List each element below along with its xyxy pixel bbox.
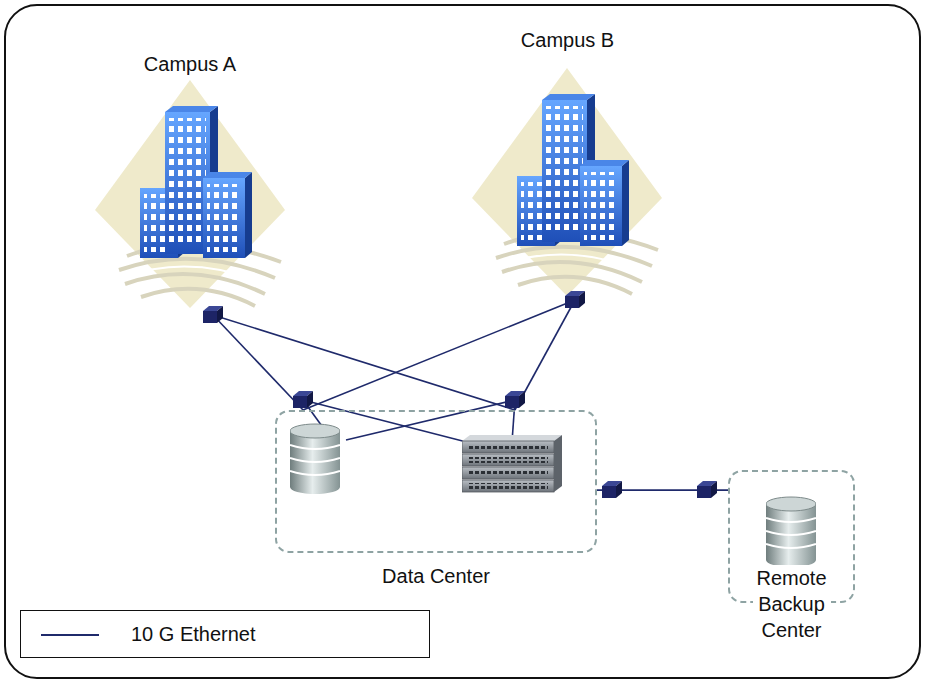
switch-stack-icon (462, 435, 562, 492)
storage-icon (290, 424, 340, 494)
node-label: Remote Backup Center (753, 565, 831, 643)
switch-icon (293, 391, 313, 408)
switch-icon (697, 481, 717, 498)
campus-building-icon (472, 68, 662, 296)
legend-line-sample (41, 634, 99, 636)
switch-icon (203, 306, 223, 323)
node-label: Campus A (144, 52, 236, 76)
switch-icon (505, 391, 525, 408)
data-center-zone: Data Center (275, 410, 597, 553)
legend-box: 10 G Ethernet (20, 610, 430, 658)
outer-frame (5, 5, 920, 678)
node-label: Data Center (382, 564, 490, 588)
ethernet-link (303, 300, 575, 410)
node-label: Campus B (521, 28, 614, 52)
remote-backup-zone: Remote Backup Center (728, 470, 855, 603)
ethernet-link (213, 315, 515, 410)
switch-icon (602, 481, 622, 498)
connector-layer (213, 300, 728, 490)
campus-node: Campus B (470, 28, 665, 300)
legend-sample (39, 623, 109, 647)
campus-node: Campus A (95, 52, 285, 315)
legend-label: 10 G Ethernet (131, 622, 256, 646)
switch-icon (565, 291, 585, 308)
storage-icon (766, 497, 816, 567)
legend-entry: 10 G Ethernet (21, 611, 429, 657)
network-switches (203, 291, 717, 498)
campus-building-icon (95, 80, 285, 308)
